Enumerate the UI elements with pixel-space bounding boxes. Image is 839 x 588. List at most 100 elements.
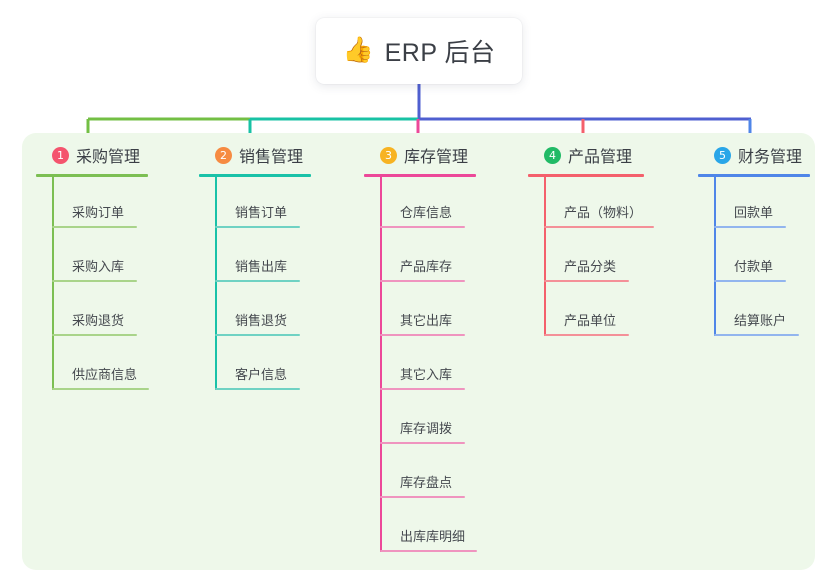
branch-item-label: 产品（物料） <box>564 205 643 220</box>
branch-item[interactable]: 库存盘点 <box>364 447 524 501</box>
branch-number-badge: 4 <box>544 146 561 164</box>
branch-item[interactable]: 仓库信息 <box>364 177 524 231</box>
branch-item-label: 采购入库 <box>72 259 125 274</box>
branch-item[interactable]: 产品单位 <box>528 285 698 339</box>
branch-item-label: 销售退货 <box>235 313 288 328</box>
branch-item-label: 结算账户 <box>734 313 787 328</box>
branch-header-rule <box>698 174 810 177</box>
branch-item-label: 销售出库 <box>235 259 288 274</box>
branch-title: 产品管理 <box>568 149 633 166</box>
branch-item-rule <box>215 226 300 228</box>
branch-item-rule <box>544 334 629 336</box>
branch-item-label: 付款单 <box>734 259 774 274</box>
branch-column-2: 2 销售管理销售订单销售出库销售退货客户信息 <box>199 142 359 393</box>
branch-item-rule <box>544 226 654 228</box>
branch-item-rule <box>544 280 629 282</box>
branch-item-label: 仓库信息 <box>400 205 453 220</box>
branch-item[interactable]: 产品库存 <box>364 231 524 285</box>
branch-item-rule <box>215 388 300 390</box>
branch-item-rule <box>714 280 786 282</box>
branch-title: 库存管理 <box>404 149 469 166</box>
branch-item-rule <box>380 550 477 552</box>
branch-item[interactable]: 其它入库 <box>364 339 524 393</box>
branch-item-label: 出库库明细 <box>400 529 466 544</box>
branch-spine <box>215 177 217 390</box>
branch-item[interactable]: 供应商信息 <box>36 339 196 393</box>
branch-item[interactable]: 销售订单 <box>199 177 359 231</box>
branch-item-list: 产品（物料） 产品分类产品单位 <box>528 177 698 339</box>
branch-item-label: 库存调拨 <box>400 421 453 436</box>
branch-spine <box>380 177 382 552</box>
branch-number-badge: 3 <box>380 146 397 164</box>
branch-item-label: 采购退货 <box>72 313 125 328</box>
branch-title: 采购管理 <box>76 149 141 166</box>
branch-header-rule <box>36 174 148 177</box>
branch-item-rule <box>714 334 799 336</box>
branch-column-5: 5 财务管理回款单付款单结算账户 <box>698 142 839 339</box>
thumbs-up-icon: 👍 <box>342 35 374 64</box>
branch-header-4[interactable]: 4 产品管理 <box>528 142 698 168</box>
branch-item-list: 销售订单销售出库销售退货客户信息 <box>199 177 359 393</box>
branch-item-rule <box>714 226 786 228</box>
branch-item-rule <box>215 280 300 282</box>
branch-header-3[interactable]: 3 库存管理 <box>364 142 524 168</box>
branch-title: 销售管理 <box>239 149 304 166</box>
branch-item-rule <box>380 280 465 282</box>
branch-item[interactable]: 采购退货 <box>36 285 196 339</box>
branch-item-label: 供应商信息 <box>72 367 138 382</box>
branch-item-rule <box>52 388 149 390</box>
branch-header-rule <box>199 174 311 177</box>
branch-item-rule <box>380 388 465 390</box>
branch-item-list: 回款单付款单结算账户 <box>698 177 839 339</box>
branch-item-rule <box>52 226 137 228</box>
branch-spine <box>52 177 54 390</box>
branch-column-4: 4 产品管理产品（物料） 产品分类产品单位 <box>528 142 698 339</box>
branch-item-rule <box>380 334 465 336</box>
branch-item-list: 仓库信息产品库存其它出库其它入库库存调拨库存盘点出库库明细 <box>364 177 524 555</box>
branch-item-rule <box>380 496 465 498</box>
branch-item-rule <box>52 334 137 336</box>
branch-item-label: 其它出库 <box>400 313 453 328</box>
branch-item-rule <box>380 442 465 444</box>
branch-item[interactable]: 回款单 <box>698 177 839 231</box>
branch-spine <box>544 177 546 336</box>
branch-item-label: 产品库存 <box>400 259 453 274</box>
branch-item-rule <box>215 334 300 336</box>
root-node-card[interactable]: 👍 ERP 后台 <box>316 18 522 84</box>
branch-item[interactable]: 库存调拨 <box>364 393 524 447</box>
branch-item[interactable]: 产品分类 <box>528 231 698 285</box>
root-node-title: ERP 后台 <box>384 39 496 67</box>
branch-item[interactable]: 结算账户 <box>698 285 839 339</box>
branch-item[interactable]: 付款单 <box>698 231 839 285</box>
branch-item-label: 回款单 <box>734 205 774 220</box>
branch-item[interactable]: 产品（物料） <box>528 177 698 231</box>
branch-item[interactable]: 其它出库 <box>364 285 524 339</box>
branch-item-label: 采购订单 <box>72 205 125 220</box>
branch-header-2[interactable]: 2 销售管理 <box>199 142 359 168</box>
branch-header-5[interactable]: 5 财务管理 <box>698 142 839 168</box>
branch-item-label: 客户信息 <box>235 367 288 382</box>
branch-number-badge: 2 <box>215 146 232 164</box>
branch-item-list: 采购订单采购入库采购退货供应商信息 <box>36 177 196 393</box>
branch-item[interactable]: 销售退货 <box>199 285 359 339</box>
branch-header-rule <box>364 174 476 177</box>
branch-number-badge: 5 <box>714 146 731 164</box>
branch-item[interactable]: 客户信息 <box>199 339 359 393</box>
branch-item-label: 库存盘点 <box>400 475 453 490</box>
branch-item[interactable]: 采购订单 <box>36 177 196 231</box>
branch-item[interactable]: 销售出库 <box>199 231 359 285</box>
branch-item-label: 产品单位 <box>564 313 617 328</box>
branch-item-rule <box>52 280 137 282</box>
branch-header-rule <box>528 174 644 177</box>
branch-item-rule <box>380 226 465 228</box>
branch-item-label: 产品分类 <box>564 259 617 274</box>
branch-item[interactable]: 采购入库 <box>36 231 196 285</box>
branch-item[interactable]: 出库库明细 <box>364 501 524 555</box>
branch-item-label: 销售订单 <box>235 205 288 220</box>
branch-item-label: 其它入库 <box>400 367 453 382</box>
branch-title: 财务管理 <box>738 149 803 166</box>
branch-spine <box>714 177 716 336</box>
